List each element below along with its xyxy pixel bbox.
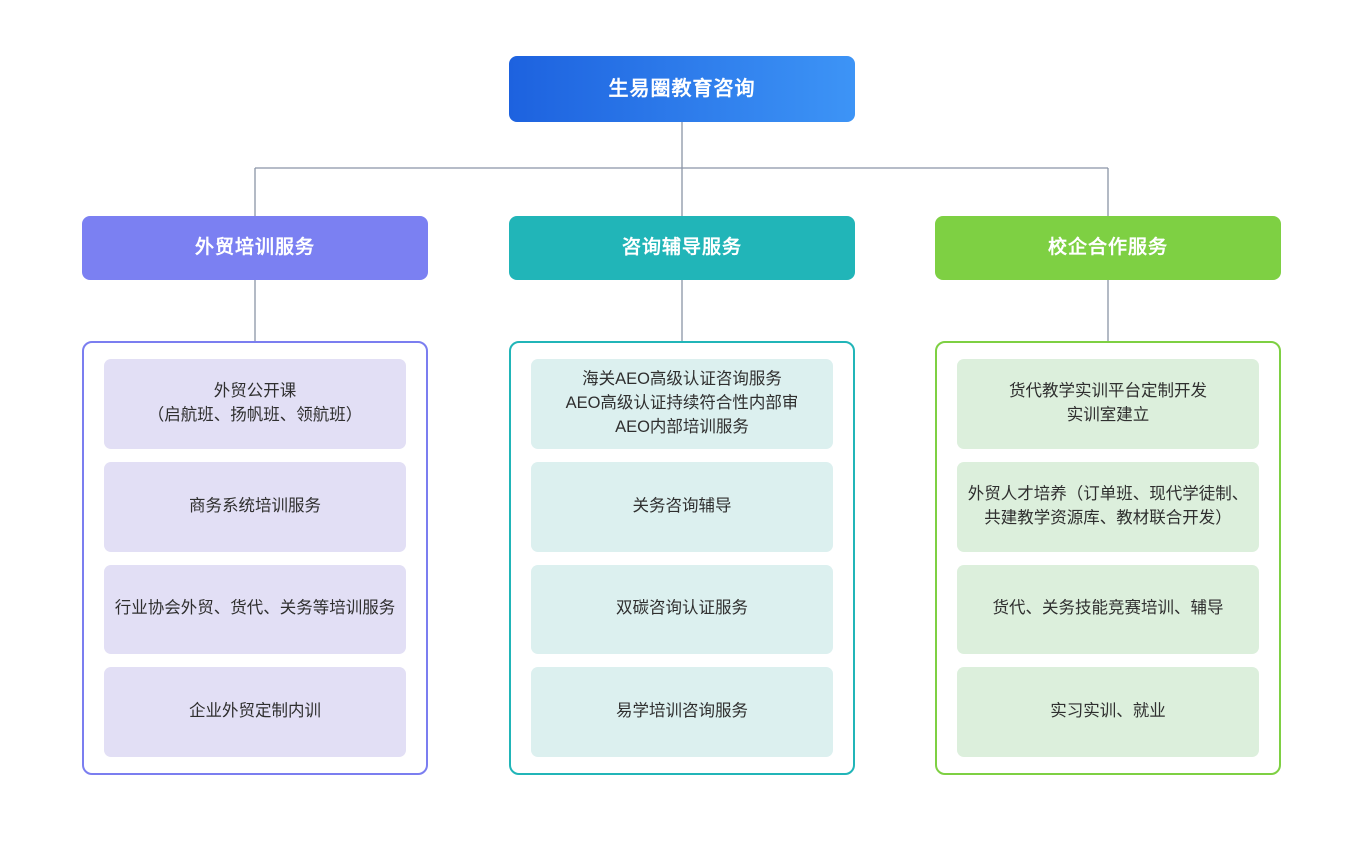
branch-header-1[interactable]: 外贸培训服务	[82, 216, 428, 280]
branch-group-1: 外贸公开课 （启航班、扬帆班、领航班） 商务系统培训服务 行业协会外贸、货代、关…	[82, 341, 428, 775]
service-item-text: 双碳咨询认证服务	[616, 599, 748, 618]
branch-header-3[interactable]: 校企合作服务	[935, 216, 1281, 280]
root-node-label: 生易圈教育咨询	[608, 78, 756, 100]
service-item-card[interactable]: 外贸人才培养（订单班、现代学徒制、共建教学资源库、教材联合开发）	[957, 461, 1259, 552]
service-item-card[interactable]: 行业协会外贸、货代、关务等培训服务	[104, 564, 406, 655]
service-item-text: 行业协会外贸、货代、关务等培训服务	[114, 599, 396, 618]
service-item-text: 货代、关务技能竞赛培训、辅导	[992, 599, 1224, 618]
service-item-card[interactable]: 外贸公开课 （启航班、扬帆班、领航班）	[104, 359, 406, 449]
service-item-text: 海关AEO高级认证咨询服务 AEO高级认证持续符合性内部审 AEO内部培训服务	[565, 369, 799, 436]
service-item-text: 外贸人才培养（订单班、现代学徒制、共建教学资源库、教材联合开发）	[967, 484, 1249, 527]
service-item-card[interactable]: 易学培训咨询服务	[531, 667, 833, 757]
service-item-text: 商务系统培训服务	[189, 496, 321, 515]
service-item-text: 关务咨询辅导	[632, 496, 732, 515]
service-item-text: 实习实训、就业	[1050, 702, 1166, 721]
service-item-text: 货代教学实训平台定制开发 实训室建立	[1009, 381, 1207, 424]
root-node[interactable]: 生易圈教育咨询	[509, 56, 855, 122]
service-item-card[interactable]: 商务系统培训服务	[104, 461, 406, 552]
service-item-card[interactable]: 关务咨询辅导	[531, 461, 833, 552]
service-item-text: 易学培训咨询服务	[616, 702, 748, 721]
branch-group-2: 海关AEO高级认证咨询服务 AEO高级认证持续符合性内部审 AEO内部培训服务 …	[509, 341, 855, 775]
service-item-card[interactable]: 企业外贸定制内训	[104, 667, 406, 757]
service-item-card[interactable]: 货代教学实训平台定制开发 实训室建立	[957, 359, 1259, 449]
service-item-text: 企业外贸定制内训	[189, 702, 321, 721]
branch-header-2-label: 咨询辅导服务	[621, 236, 742, 258]
branch-group-3: 货代教学实训平台定制开发 实训室建立 外贸人才培养（订单班、现代学徒制、共建教学…	[935, 341, 1281, 775]
branch-header-2[interactable]: 咨询辅导服务	[509, 216, 855, 280]
branch-header-1-label: 外贸培训服务	[194, 236, 315, 258]
service-item-text: 外贸公开课 （启航班、扬帆班、领航班）	[147, 381, 363, 424]
service-item-card[interactable]: 实习实训、就业	[957, 667, 1259, 757]
branch-header-3-label: 校企合作服务	[1047, 236, 1168, 258]
service-item-card[interactable]: 海关AEO高级认证咨询服务 AEO高级认证持续符合性内部审 AEO内部培训服务	[531, 359, 833, 449]
service-item-card[interactable]: 货代、关务技能竞赛培训、辅导	[957, 564, 1259, 655]
service-item-card[interactable]: 双碳咨询认证服务	[531, 564, 833, 655]
